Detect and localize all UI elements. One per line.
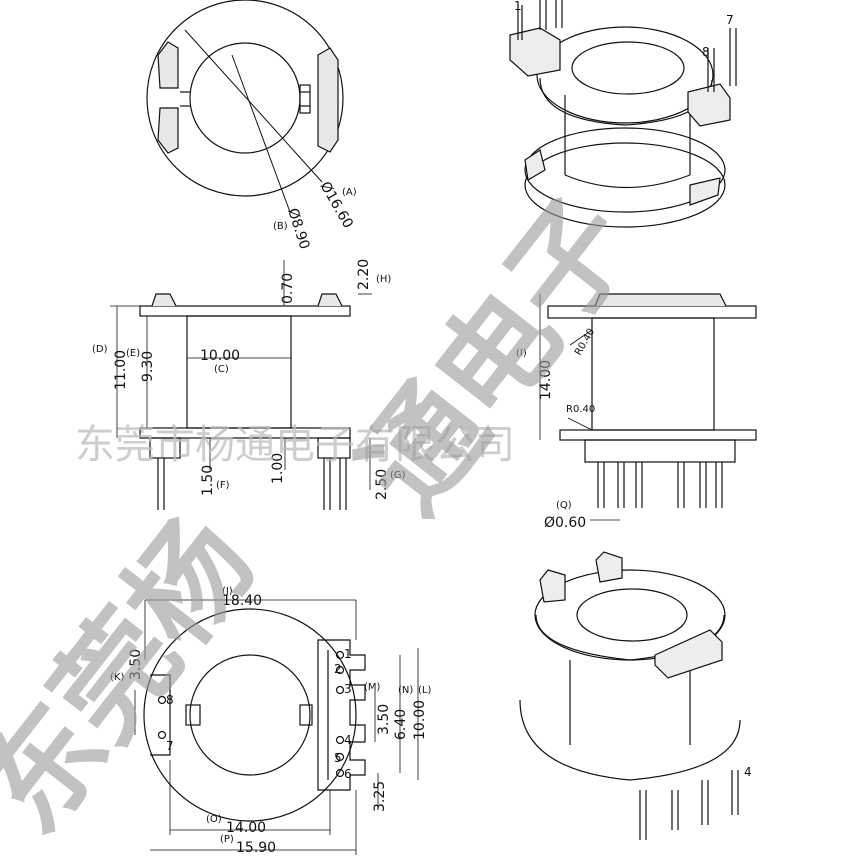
iso-pin-4: 4 — [744, 765, 752, 779]
bottom-flange — [139, 427, 351, 439]
dim-p-value: 15.90 — [236, 840, 276, 856]
dim-h-value: 2.20 — [356, 259, 372, 290]
dim-325-value: 3.25 — [372, 781, 388, 812]
top-view: Ø16.60 (A) Ø8.90 (B) — [146, 0, 357, 251]
winding-body — [186, 315, 292, 429]
dim-h-tag: (H) — [376, 274, 391, 285]
dim-f-tag: (F) — [216, 480, 230, 491]
pin-4: 4 — [344, 733, 352, 747]
left-lower-tab — [157, 107, 179, 154]
dim-070-value: 0.70 — [280, 273, 296, 304]
dim-n-value: 6.40 — [393, 709, 409, 740]
dim-f-value: 1.50 — [200, 465, 216, 496]
front-view: 10.00 (C) 11.00 (D) 9.30 (E) 0.70 2.20 (… — [92, 259, 406, 510]
dim-j-tag: (J) — [222, 586, 233, 597]
dim-g-value: 2.50 — [374, 469, 390, 500]
dim-m-tag: (M) — [364, 682, 381, 693]
iso-pin-8: 8 — [702, 45, 710, 59]
dim-n-tag: (N) — [398, 685, 413, 696]
pin-3: 3 — [344, 682, 352, 696]
iso-view-bottom: 4 — [519, 551, 752, 840]
dim-e-value: 9.30 — [140, 351, 156, 382]
dim-k-tag: (K) — [110, 672, 124, 683]
dim-100-value: 1.00 — [270, 453, 286, 484]
iso-pin-1: 1 — [514, 0, 522, 13]
pin-1: 1 — [344, 647, 352, 661]
iso-view-top: 1 7 8 — [509, 0, 737, 228]
dim-c-tag: (C) — [214, 364, 229, 375]
dim-q-value: Ø0.60 — [544, 515, 586, 531]
dim-c-value: 10.00 — [200, 348, 240, 364]
dim-k-value: 3.50 — [128, 649, 144, 680]
dim-o-tag: (O) — [206, 814, 222, 825]
flange-outline — [146, 0, 344, 197]
dim-l-tag: (L) — [418, 685, 431, 696]
dim-b-tag: (B) — [273, 221, 288, 232]
dim-g-tag: (G) — [390, 470, 406, 481]
watermark-big-lower: 东莞杨 — [0, 493, 280, 857]
dim-i-value: 14.00 — [538, 360, 554, 400]
dim-b-value: Ø8.90 — [284, 206, 312, 251]
radius-2: R0.40 — [566, 404, 595, 415]
right-tab — [317, 47, 339, 153]
bottom-view: 18.40 (J) 3.50 (K) 3.50 (M) 6.40 (N) 10.… — [110, 586, 431, 856]
dim-o-value: 14.00 — [226, 820, 266, 836]
dim-d-tag: (D) — [92, 344, 108, 355]
pin-5: 5 — [334, 751, 342, 765]
left-upper-tab — [157, 41, 179, 89]
dim-a-tag: (A) — [342, 187, 357, 198]
dim-m-value: 3.50 — [376, 704, 392, 735]
pin-2: 2 — [334, 662, 342, 676]
dim-l-value: 10.00 — [412, 700, 428, 740]
dim-q-tag: (Q) — [556, 500, 572, 511]
top-flange — [139, 305, 351, 317]
watermark-big-upper: 通电子 — [333, 173, 660, 537]
dim-p-tag: (P) — [220, 834, 234, 845]
iso-pin-7: 7 — [726, 13, 734, 27]
pin-8: 8 — [166, 693, 174, 707]
dim-j-value: 18.40 — [222, 593, 262, 609]
pin-7: 7 — [166, 739, 174, 753]
dim-i-tag: (I) — [516, 348, 527, 359]
dim-d-value: 11.00 — [113, 350, 129, 390]
watermark-company-line: 东莞市杨通电子有限公司 — [75, 422, 515, 468]
dim-e-tag: (E) — [126, 348, 140, 359]
core-hole — [189, 42, 301, 154]
pin-6: 6 — [344, 767, 352, 781]
center-tab-right — [299, 84, 311, 114]
